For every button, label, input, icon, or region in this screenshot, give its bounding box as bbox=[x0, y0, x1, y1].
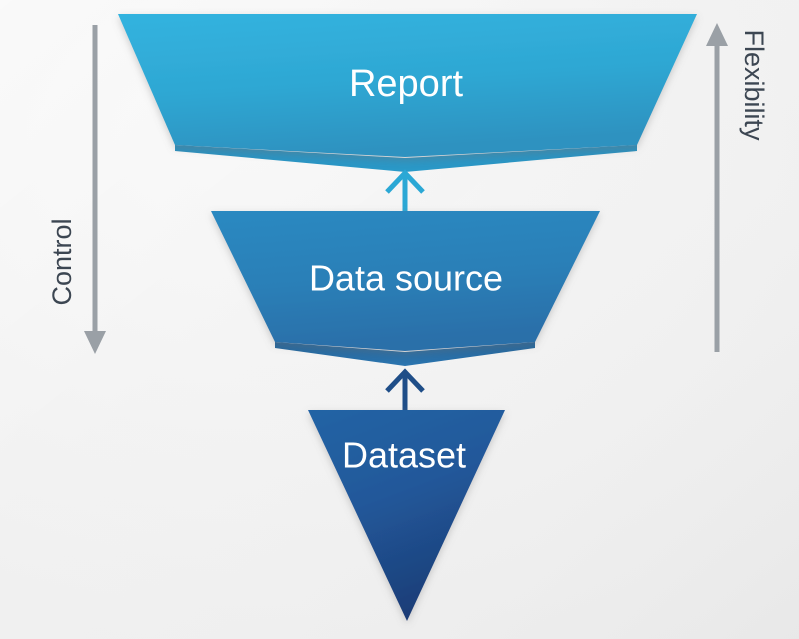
arrow-up-icon-upper bbox=[385, 169, 425, 194]
data-source-shape[interactable] bbox=[211, 211, 600, 351]
connector-data-source-to-report bbox=[385, 169, 425, 211]
funnel-level-report[interactable]: Report bbox=[118, 14, 697, 172]
report-underside bbox=[175, 145, 637, 172]
dataset-shape[interactable] bbox=[308, 410, 505, 621]
flexibility-axis-label: Flexibility bbox=[739, 29, 769, 141]
connector-dataset-to-data-source bbox=[385, 368, 425, 410]
arrow-up-icon bbox=[706, 23, 728, 46]
dataset-label: Dataset bbox=[342, 435, 466, 476]
data-source-underside bbox=[275, 342, 535, 366]
funnel-level-dataset[interactable]: Dataset bbox=[308, 410, 505, 621]
data-source-label: Data source bbox=[309, 258, 503, 299]
flexibility-axis: Flexibility bbox=[706, 23, 769, 352]
control-axis-label: Control bbox=[47, 218, 77, 305]
arrow-down-icon bbox=[84, 331, 106, 354]
control-axis: Control bbox=[47, 25, 106, 354]
funnel-level-data-source[interactable]: Data source bbox=[211, 211, 600, 366]
arrow-up-icon-lower bbox=[385, 368, 425, 393]
report-label: Report bbox=[349, 63, 463, 105]
report-shape[interactable] bbox=[118, 14, 697, 157]
